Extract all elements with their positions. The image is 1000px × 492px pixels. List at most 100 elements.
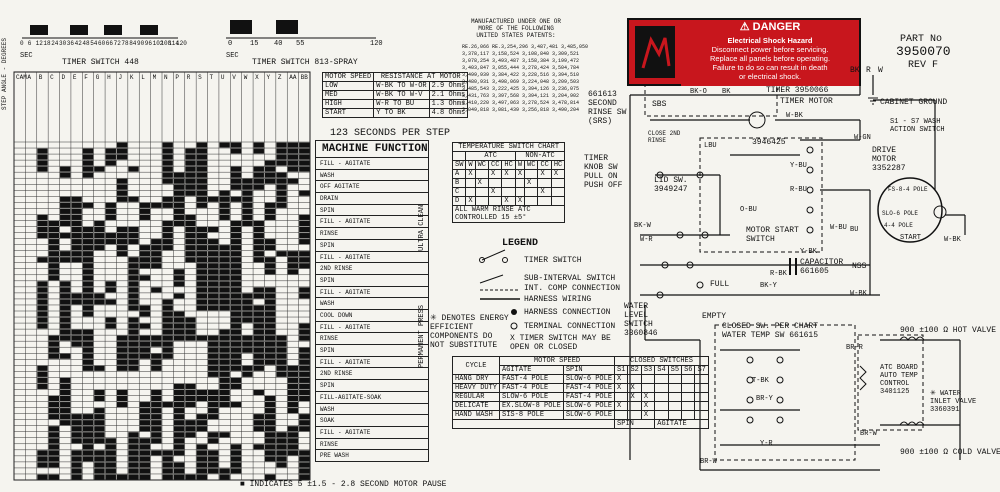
machine-function-row: PRE WASH <box>316 449 428 462</box>
cycle-cell: FAST-4 POLE <box>499 374 564 384</box>
switch-header: R <box>186 74 191 81</box>
cycle-sub-header: S6 <box>681 365 696 375</box>
legend-terminal-connection: TERMINAL CONNECTION <box>524 322 616 331</box>
cold-valve: 900 ±100 Ω COLD VALVE <box>900 448 1000 457</box>
machine-function-label: FILL - AGITATE <box>320 160 371 167</box>
motor-cell: Y TO BK <box>373 108 430 118</box>
cycle-cell <box>654 392 669 402</box>
timer-448-tick: 96 <box>144 40 152 47</box>
switch-header: S <box>198 74 202 81</box>
temp-cell <box>474 187 490 197</box>
temp-cell: D <box>451 196 467 206</box>
machine-function-row: FILL - AGITATE <box>316 250 428 264</box>
temp-cell <box>501 187 516 197</box>
cycle-cell: DELICATE <box>451 401 501 411</box>
temp-cell: X <box>501 196 516 206</box>
temp-cell: X <box>474 178 490 188</box>
drive-motor: DRIVE MOTOR 3352287 <box>872 146 906 173</box>
cycle-sub-header: S2 <box>627 365 642 375</box>
patent-line: 3,049,818 3,081,439 3,256,818 3,490,204 <box>462 107 580 113</box>
machine-function-row: 2ND RINSE <box>316 262 428 275</box>
temp-cell: B <box>451 178 467 188</box>
machine-function-title: MACHINE FUNCTION <box>322 143 428 155</box>
motor-start-switch: MOTOR START SWITCH <box>746 226 799 244</box>
power-r: R <box>866 66 871 75</box>
power-bk: BK <box>850 66 860 75</box>
switch-header: Y <box>266 74 271 81</box>
machine-function-group: PERMANENT PRESS <box>418 305 426 369</box>
motor-cell: MED <box>321 90 375 100</box>
patent-line: 3,403,847 3,055,444 3,278,424 3,504,784 <box>462 65 580 71</box>
machine-function-label: FILL - AGITATE <box>320 218 371 226</box>
temp-col-header: HC <box>550 160 566 170</box>
machine-function-row: SPIN <box>316 238 428 252</box>
cycle-sub-header: S1 <box>614 365 629 375</box>
legend-title: LEGEND <box>502 238 539 249</box>
part-number: 3950070 <box>896 44 951 59</box>
machine-function-row: FILL - AGITATE <box>316 425 428 439</box>
timer-448-tick: 18 <box>43 40 51 47</box>
temp-col-header: HC <box>501 160 516 170</box>
switch-header: T <box>209 74 214 81</box>
cycle-cell: SIS-8 POLE <box>499 410 564 420</box>
temp-cell <box>550 178 566 188</box>
temp-col-header: WC <box>524 160 539 170</box>
timer-448-tick: 30 <box>59 40 67 47</box>
machine-function-label: FILL-AGITATE-SOAK <box>320 393 382 401</box>
temp-col-header: W <box>465 160 476 170</box>
machine-function-label: DRAIN <box>320 195 339 203</box>
machine-function-label: RINSE <box>320 335 339 343</box>
close-2nd-rinse: CLOSE 2ND RINSE <box>648 130 681 144</box>
wire-y-bu: Y-BU <box>790 162 807 170</box>
atc-board: ATC BOARD AUTO TEMP CONTROL 3401125 <box>880 364 918 396</box>
slo-pole: SLO-6 POLE <box>882 210 919 217</box>
hot-valve: 900 ±100 Ω HOT VALVE <box>900 326 997 335</box>
temp-col-header: W <box>514 160 526 170</box>
switch-header: J <box>118 74 123 81</box>
wire-y-r: Y-R <box>760 440 773 448</box>
switch-header: V <box>232 74 236 81</box>
wash-action-switch: S1 - S7 WASH ACTION SWITCH <box>890 118 945 134</box>
cycle-cell: HANG DRY <box>451 374 501 384</box>
switch-header: E <box>72 74 77 81</box>
danger-line-3: Replace all panels before operating. <box>709 54 831 63</box>
machine-function-label: WASH <box>320 405 335 413</box>
machine-function-label: SPIN <box>320 382 335 390</box>
temp-cell: X <box>537 169 552 179</box>
timer-spray-tick: 15 <box>250 40 259 48</box>
full-label: FULL <box>710 280 730 289</box>
timer-label: TIMER 3950066 <box>766 86 829 95</box>
machine-function-label: WASH <box>320 300 335 308</box>
temp-cell <box>514 178 526 188</box>
motor-speed-header-2: MOTOR SPEED <box>499 356 616 366</box>
temp-cell <box>501 178 516 188</box>
switch-header: X <box>255 74 259 81</box>
cycle-cell: X <box>640 401 656 411</box>
cycle-cell <box>694 401 709 411</box>
sbs-label: SBS <box>652 100 667 109</box>
atc-header: ATC <box>465 151 516 161</box>
cycle-sub-header: SPIN <box>562 365 616 375</box>
timer-448-tick: 24 <box>51 40 59 47</box>
wire-bu: BU <box>850 226 859 234</box>
machine-function-row: 2ND RINSE <box>316 367 428 380</box>
cycle-cell: X <box>614 401 629 411</box>
temp-cell <box>524 196 539 206</box>
switch-header: U <box>220 74 225 81</box>
timer-448-tick: 60 <box>98 40 106 47</box>
temp-cell: X <box>465 196 476 206</box>
cycle-cell: X <box>614 383 629 393</box>
part-label: PART No <box>900 34 943 45</box>
machine-function-row: SPIN <box>316 344 428 357</box>
cycle-cell <box>694 374 709 384</box>
machine-function-row: WASH <box>316 297 428 310</box>
switch-header: N <box>164 74 168 81</box>
wire-br-r: BR-R <box>846 344 863 352</box>
water-inlet-text: WATER INLET VALVE 3360391 <box>930 390 977 414</box>
